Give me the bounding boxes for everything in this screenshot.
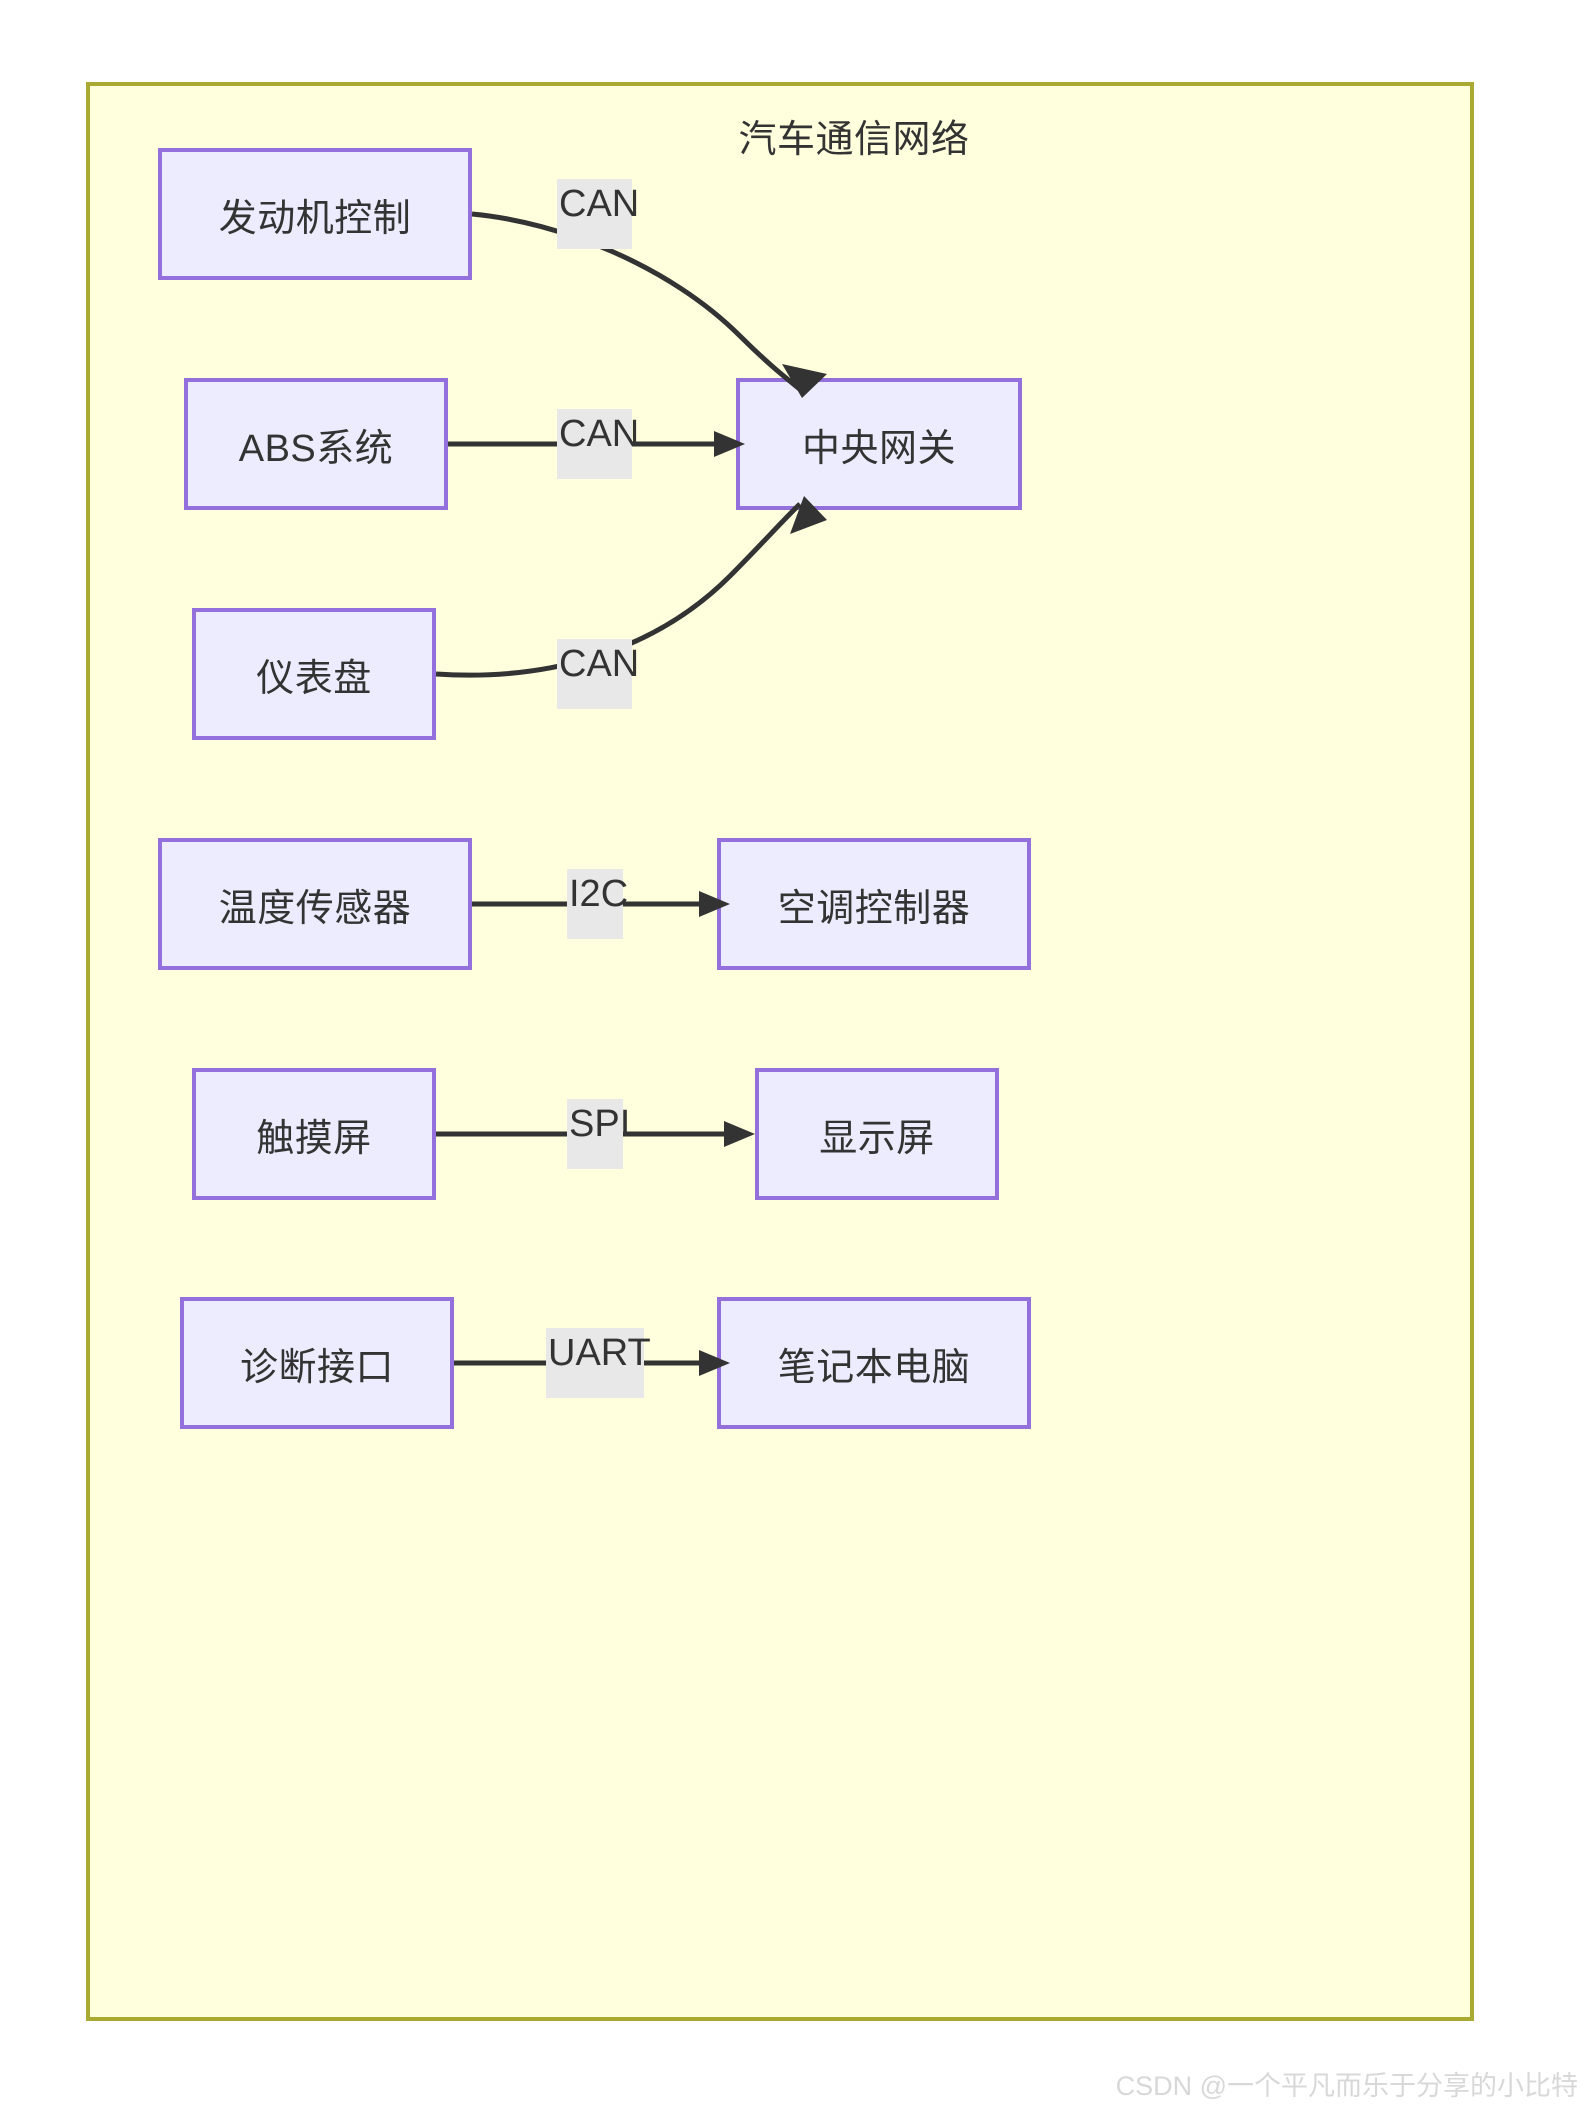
node-gateway-label: 中央网关	[801, 427, 956, 470]
node-display[interactable]: 显示屏	[755, 1068, 999, 1200]
node-touch-label: 触摸屏	[256, 1117, 372, 1160]
node-abs[interactable]: ABS系统	[184, 378, 448, 510]
node-tempsensor-label: 温度传感器	[218, 887, 412, 930]
node-abs-label: ABS系统	[238, 427, 394, 470]
edge-label-tempsensor-acctrl: I2C	[567, 869, 628, 939]
node-engine-label: 发动机控制	[218, 197, 412, 240]
subgraph-automotive-network: 汽车通信网络	[86, 82, 1474, 2021]
node-laptop-label: 笔记本电脑	[777, 1346, 971, 1389]
node-acctrl[interactable]: 空调控制器	[717, 838, 1031, 970]
csdn-watermark: CSDN @一个平凡而乐于分享的小比特	[1115, 2071, 1578, 2101]
node-diagport[interactable]: 诊断接口	[180, 1297, 454, 1429]
node-engine[interactable]: 发动机控制	[158, 148, 472, 280]
edge-engine-gateway	[471, 211, 827, 398]
node-gateway[interactable]: 中央网关	[736, 378, 1022, 510]
subgraph-title: 汽车通信网络	[738, 119, 970, 161]
edge-layer	[435, 211, 827, 1376]
node-laptop[interactable]: 笔记本电脑	[717, 1297, 1031, 1429]
edge-label-abs-gateway: CAN	[557, 409, 639, 479]
edge-label-touch-display: SPI	[567, 1099, 630, 1169]
node-touch[interactable]: 触摸屏	[192, 1068, 436, 1200]
edge-path	[471, 211, 804, 393]
node-tempsensor[interactable]: 温度传感器	[158, 838, 472, 970]
arrowhead-icon	[724, 1121, 755, 1147]
node-acctrl-label: 空调控制器	[777, 887, 971, 930]
node-display-label: 显示屏	[819, 1117, 935, 1160]
edge-label-diagport-laptop: UART	[546, 1328, 651, 1398]
edge-label-cluster-gateway: CAN	[557, 639, 639, 709]
node-diagport-label: 诊断接口	[239, 1346, 394, 1389]
node-cluster[interactable]: 仪表盘	[192, 608, 436, 740]
node-cluster-label: 仪表盘	[256, 657, 372, 700]
edge-label-engine-gateway: CAN	[557, 179, 639, 249]
